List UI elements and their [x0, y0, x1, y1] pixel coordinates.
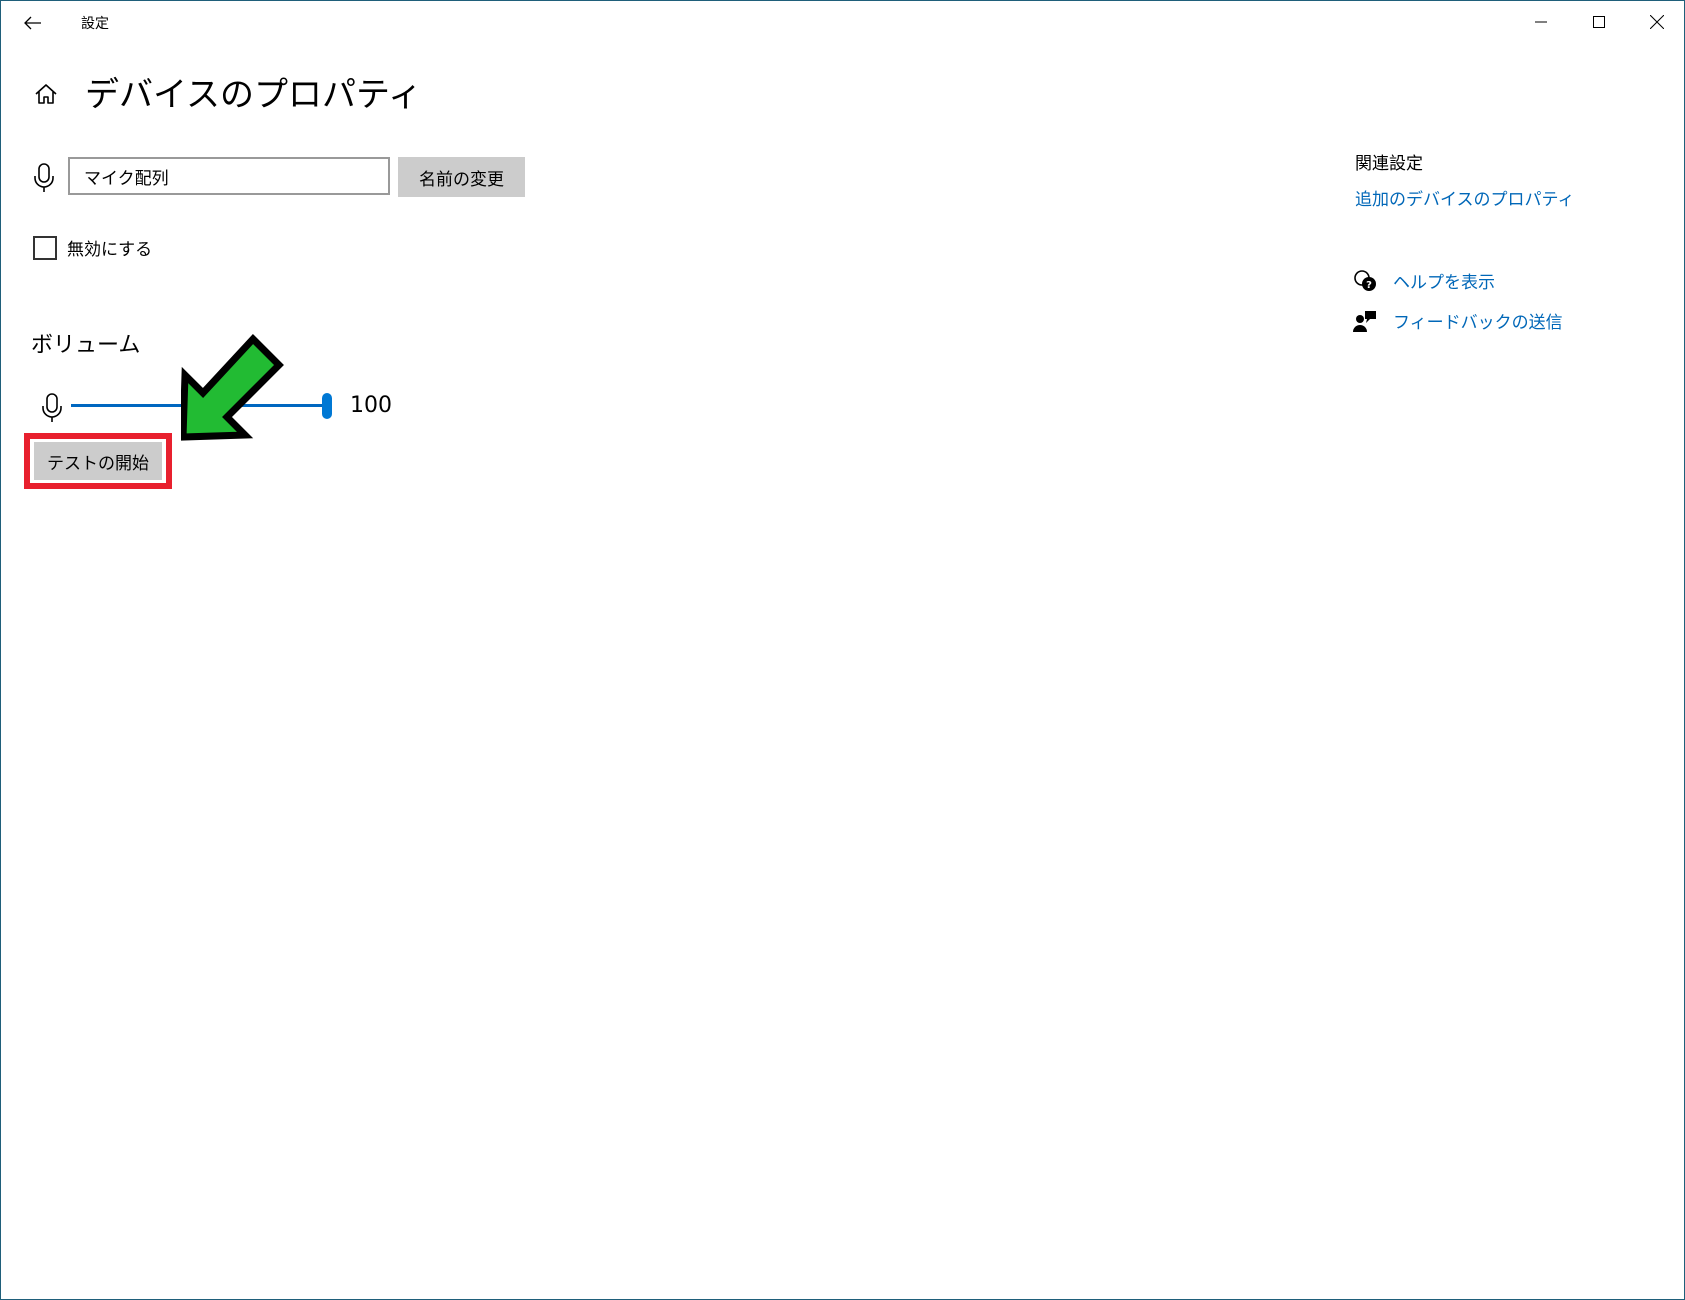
feedback-link[interactable]: フィードバックの送信	[1353, 308, 1563, 333]
microphone-icon	[34, 163, 54, 192]
volume-heading: ボリューム	[31, 333, 141, 358]
annotation-arrow-icon	[181, 333, 284, 441]
rename-button[interactable]: 名前の変更	[398, 157, 525, 197]
related-settings-heading: 関連設定	[1355, 154, 1423, 174]
close-icon	[1650, 15, 1664, 29]
additional-device-properties-link[interactable]: 追加のデバイスのプロパティ	[1355, 190, 1575, 210]
maximize-button[interactable]	[1571, 1, 1627, 43]
feedback-link-label: フィードバックの送信	[1393, 313, 1563, 333]
arrow-left-icon	[24, 16, 41, 30]
device-name-input[interactable]	[68, 157, 390, 195]
disable-checkbox-label: 無効にする	[67, 240, 153, 260]
home-icon	[35, 84, 57, 104]
app-title: 設定	[81, 16, 109, 32]
home-button[interactable]	[31, 79, 61, 109]
page-title: デバイスのプロパティ	[85, 75, 422, 115]
back-button[interactable]	[15, 7, 51, 39]
title-bar: 設定	[1, 1, 1684, 45]
volume-slider-thumb[interactable]	[322, 393, 332, 419]
help-link-label: ヘルプを表示	[1393, 273, 1495, 293]
minimize-button[interactable]	[1513, 1, 1569, 43]
highlight-frame	[24, 433, 172, 489]
start-test-button[interactable]: テストの開始	[34, 442, 162, 480]
disable-checkbox-row[interactable]: 無効にする	[33, 235, 152, 260]
svg-text:?: ?	[1366, 280, 1372, 291]
close-button[interactable]	[1629, 1, 1684, 43]
maximize-icon	[1593, 16, 1605, 28]
help-chat-icon: ?	[1353, 269, 1377, 293]
minimize-icon	[1535, 21, 1547, 23]
microphone-icon	[42, 393, 62, 422]
help-link[interactable]: ? ヘルプを表示	[1353, 268, 1495, 293]
volume-value: 100	[350, 393, 392, 418]
disable-checkbox[interactable]	[33, 235, 57, 260]
feedback-person-icon	[1353, 309, 1377, 333]
